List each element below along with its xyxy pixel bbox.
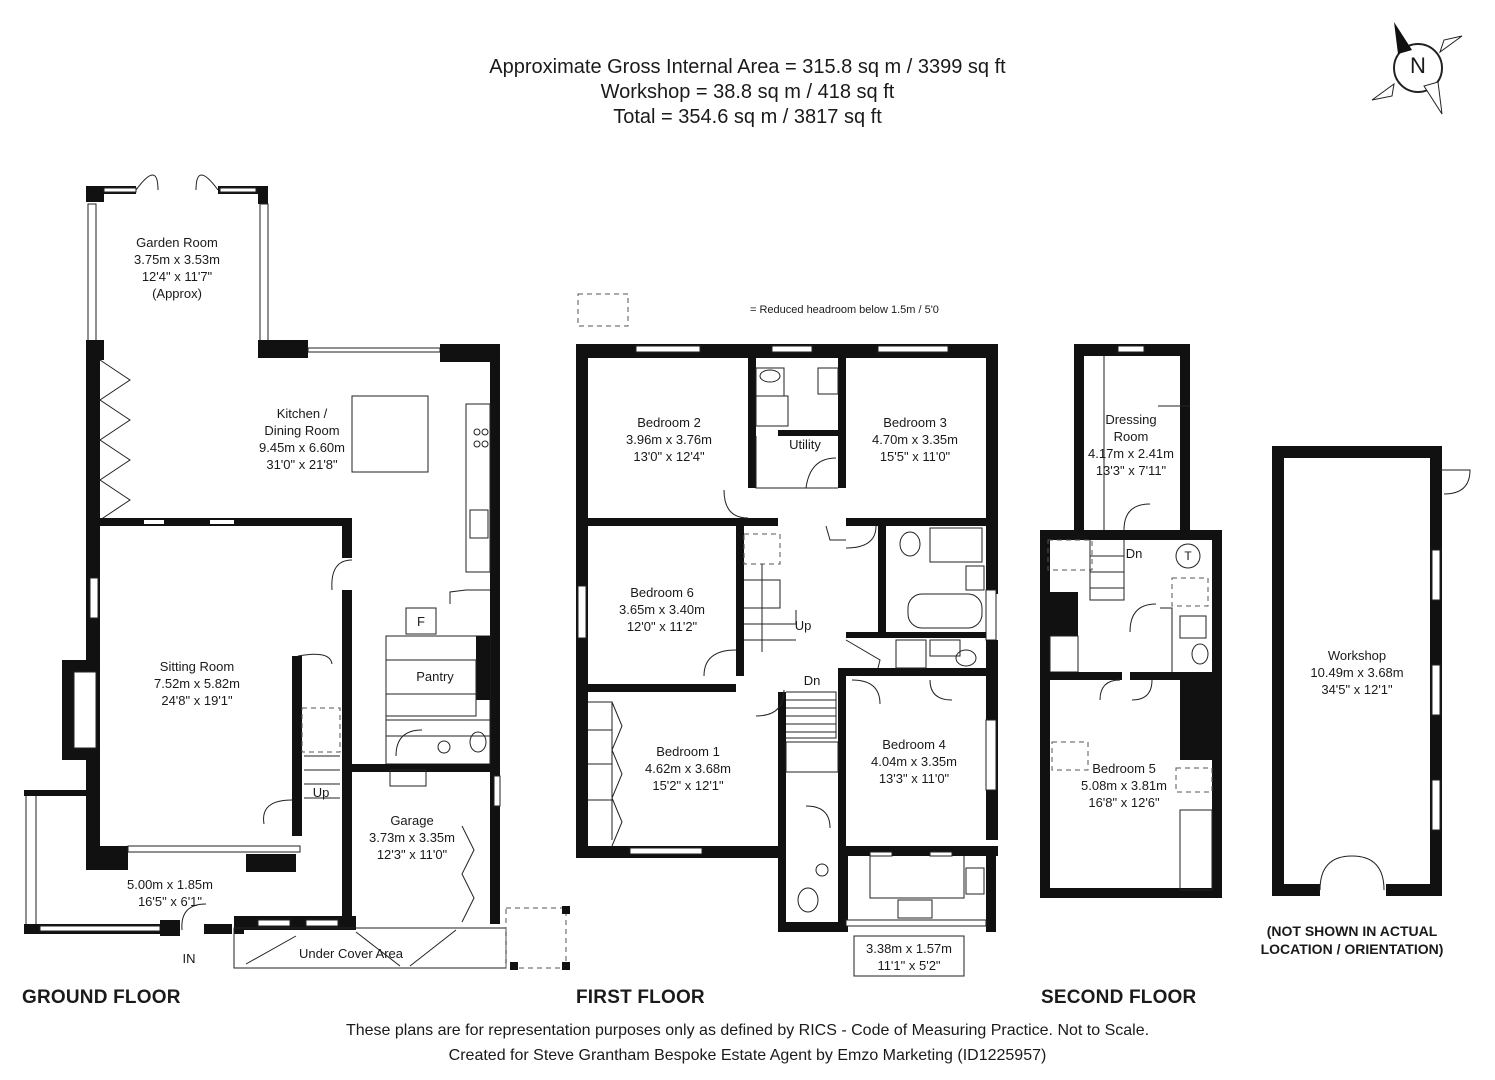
room-metric: 5.08m x 3.81m (1081, 778, 1167, 793)
first-floor-title: FIRST FLOOR (576, 987, 705, 1008)
small-room-label: 3.38m x 1.57m 11'1" x 5'2" (866, 940, 952, 974)
room-metric: 3.75m x 3.53m (134, 252, 220, 267)
room-name: Bedroom 5 (1092, 761, 1156, 776)
ground-floor-title: GROUND FLOOR (22, 987, 181, 1008)
bedroom-2-label: Bedroom 2 3.96m x 3.76m 13'0" x 12'4" (626, 414, 712, 465)
room-metric: 7.52m x 5.82m (154, 676, 240, 691)
compass-icon (1371, 22, 1463, 115)
bedroom-3-label: Bedroom 3 4.70m x 3.35m 15'5" x 11'0" (872, 414, 958, 465)
workshop-label: Workshop 10.49m x 3.68m 34'5" x 12'1" (1310, 647, 1403, 698)
room-metric: 4.04m x 3.35m (871, 754, 957, 769)
room-name: Garage (390, 813, 434, 828)
room-imperial: 16'5" x 6'1" (137, 894, 203, 909)
room-imperial: 15'5" x 11'0" (879, 449, 951, 464)
bedroom-6-label: Bedroom 6 3.65m x 3.40m 12'0" x 11'2" (619, 584, 705, 635)
room-name: Bedroom 2 (637, 415, 701, 430)
room-name: Garden Room (136, 235, 218, 250)
room-name: Dining Room (264, 423, 340, 438)
room-name: Room (1113, 429, 1149, 444)
garden-room-label: Garden Room 3.75m x 3.53m 12'4" x 11'7" … (134, 234, 220, 302)
tank-label: T (1184, 549, 1192, 563)
room-imperial: 13'0" x 12'4" (633, 449, 705, 464)
fridge-label: F (417, 614, 425, 629)
room-name: Workshop (1327, 648, 1387, 663)
dressing-room-label: Dressing Room 4.17m x 2.41m 13'3" x 7'11… (1088, 411, 1174, 479)
ground-stairs-up-label: Up (312, 785, 330, 800)
bedroom-5-label: Bedroom 5 5.08m x 3.81m 16'8" x 12'6" (1081, 760, 1167, 811)
room-note: (Approx) (152, 286, 202, 301)
room-imperial: 12'4" x 11'7" (141, 269, 213, 284)
room-name: Bedroom 4 (882, 737, 946, 752)
second-floor-title: SECOND FLOOR (1041, 987, 1197, 1008)
total-area-line: Total = 354.6 sq m / 3817 sq ft (613, 106, 882, 128)
room-imperial: 31'0" x 21'8" (266, 457, 338, 472)
compass-north-label: N (1410, 53, 1426, 78)
room-name: Dressing (1105, 412, 1157, 427)
room-imperial: 13'3" x 7'11" (1095, 463, 1167, 478)
workshop-plan (1272, 446, 1471, 896)
pantry-label: Pantry (416, 669, 454, 684)
room-name: Bedroom 6 (630, 585, 694, 600)
room-metric: 4.62m x 3.68m (645, 761, 731, 776)
entrance-label: IN (182, 951, 196, 966)
room-name: Bedroom 3 (883, 415, 947, 430)
room-metric: 10.49m x 3.68m (1310, 665, 1404, 680)
under-cover-area-label: Under Cover Area (298, 946, 404, 961)
bedroom-4-label: Bedroom 4 4.04m x 3.35m 13'3" x 11'0" (871, 736, 957, 787)
kitchen-label: Kitchen / Dining Room 9.45m x 6.60m 31'0… (259, 405, 345, 473)
room-metric: 3.38m x 1.57m (866, 941, 952, 956)
room-metric: 4.17m x 2.41m (1088, 446, 1174, 461)
workshop-location-note: (NOT SHOWN IN ACTUAL LOCATION / ORIENTAT… (1261, 922, 1444, 958)
room-metric: 5.00m x 1.85m (127, 877, 213, 892)
first-stairs-up-label: Up (794, 618, 812, 633)
utility-label: Utility (789, 437, 821, 452)
room-metric: 9.45m x 6.60m (259, 440, 345, 455)
second-floor-plan (1040, 344, 1222, 898)
credit-text: Created for Steve Grantham Bespoke Estat… (448, 1047, 1047, 1064)
room-name: Kitchen / (276, 406, 328, 421)
room-imperial: 24'8" x 19'1" (161, 693, 233, 708)
porch-label: 5.00m x 1.85m 16'5" x 6'1" (127, 876, 213, 910)
disclaimer-text: These plans are for representation purpo… (345, 1022, 1150, 1039)
room-imperial: 11'1" x 5'2" (877, 958, 941, 973)
ground-floor-plan (24, 174, 570, 970)
note-line: (NOT SHOWN IN ACTUAL (1266, 923, 1438, 939)
gross-area-line: Approximate Gross Internal Area = 315.8 … (489, 56, 1006, 78)
reduced-headroom-legend-box (577, 293, 629, 327)
first-stairs-down-label: Dn (803, 673, 821, 688)
room-name: Bedroom 1 (656, 744, 720, 759)
room-imperial: 16'8" x 12'6" (1088, 795, 1160, 810)
room-imperial: 13'3" x 11'0" (878, 771, 950, 786)
sitting-room-label: Sitting Room 7.52m x 5.82m 24'8" x 19'1" (154, 658, 240, 709)
room-imperial: 34'5" x 12'1" (1321, 682, 1393, 697)
note-line: LOCATION / ORIENTATION) (1260, 941, 1444, 957)
workshop-area-line: Workshop = 38.8 sq m / 418 sq ft (600, 81, 895, 103)
second-stairs-down-label: Dn (1125, 546, 1143, 561)
room-metric: 3.96m x 3.76m (626, 432, 712, 447)
legend-text: = Reduced headroom below 1.5m / 5'0 (750, 304, 939, 316)
room-metric: 3.65m x 3.40m (619, 602, 705, 617)
first-floor-plan (576, 344, 998, 977)
room-name: Sitting Room (159, 659, 235, 674)
room-imperial: 12'0" x 11'2" (626, 619, 698, 634)
room-metric: 4.70m x 3.35m (872, 432, 958, 447)
room-imperial: 15'2" x 12'1" (652, 778, 724, 793)
garage-label: Garage 3.73m x 3.35m 12'3" x 11'0" (369, 812, 455, 863)
room-metric: 3.73m x 3.35m (369, 830, 455, 845)
room-imperial: 12'3" x 11'0" (376, 847, 448, 862)
bedroom-1-label: Bedroom 1 4.62m x 3.68m 15'2" x 12'1" (645, 743, 731, 794)
